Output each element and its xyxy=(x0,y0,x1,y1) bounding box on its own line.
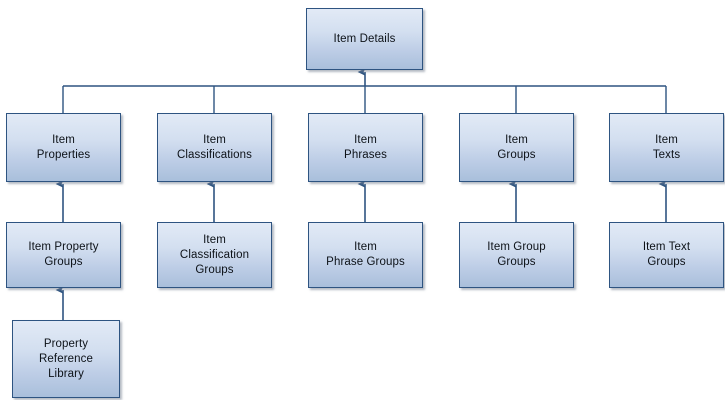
node-item-groups-label: Item Groups xyxy=(497,133,536,161)
node-item-group-groups[interactable]: Item Group Groups xyxy=(459,222,574,288)
node-item-details[interactable]: Item Details xyxy=(306,8,423,70)
node-item-property-groups-label: Item Property Groups xyxy=(28,241,99,268)
node-item-classification-groups-label: Item Classification Groups xyxy=(179,233,250,276)
node-item-text-groups[interactable]: Item Text Groups xyxy=(609,222,724,288)
node-item-texts[interactable]: Item Texts xyxy=(609,113,724,182)
node-item-property-groups[interactable]: Item Property Groups xyxy=(6,222,121,288)
node-item-phrase-groups[interactable]: Item Phrase Groups xyxy=(308,222,423,288)
node-item-phrase-groups-label: Item Phrase Groups xyxy=(326,241,405,268)
node-item-phrases[interactable]: Item Phrases xyxy=(308,113,423,182)
node-item-text-groups-label: Item Text Groups xyxy=(642,241,691,268)
node-item-classifications-label: Item Classifications xyxy=(177,133,252,161)
node-item-classification-groups[interactable]: Item Classification Groups xyxy=(157,222,272,288)
node-item-details-label: Item Details xyxy=(333,32,396,45)
node-item-texts-label: Item Texts xyxy=(652,133,681,161)
node-item-classifications[interactable]: Item Classifications xyxy=(157,113,272,182)
node-item-groups[interactable]: Item Groups xyxy=(459,113,574,182)
node-item-properties[interactable]: Item Properties xyxy=(6,113,121,182)
node-item-properties-label: Item Properties xyxy=(36,133,91,161)
node-item-phrases-label: Item Phrases xyxy=(344,133,387,161)
node-item-group-groups-label: Item Group Groups xyxy=(487,241,546,268)
node-property-reference-library[interactable]: Property Reference Library xyxy=(12,320,120,398)
node-property-reference-library-label: Property Reference Library xyxy=(39,337,93,380)
